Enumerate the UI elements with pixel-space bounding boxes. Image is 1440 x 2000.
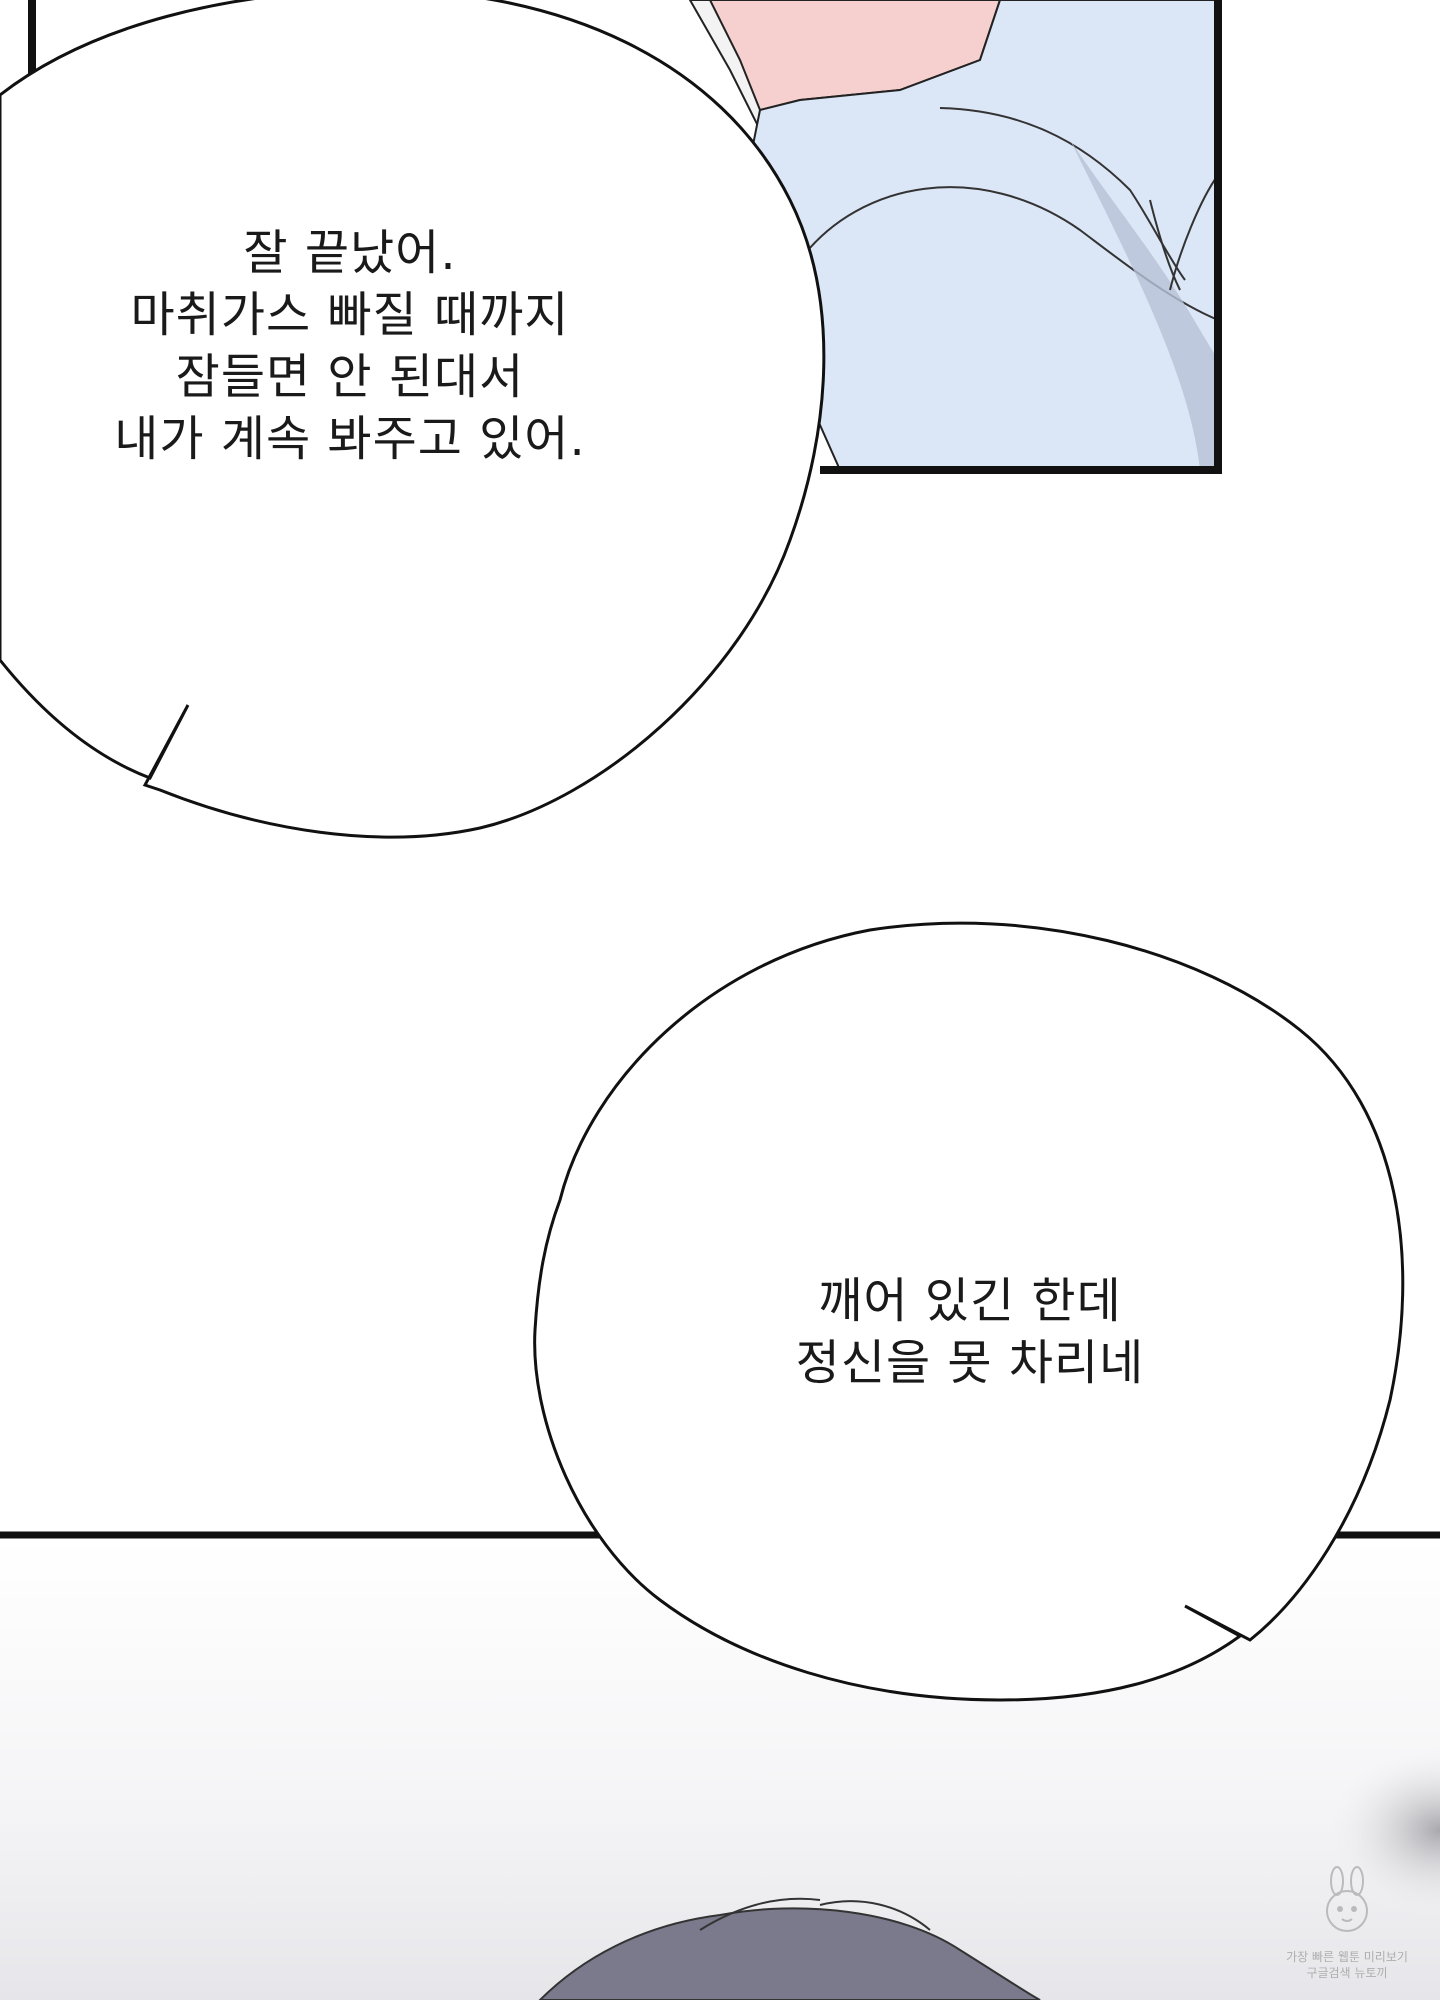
dialogue-line: 잘 끝났어. [243, 225, 457, 281]
speech-bubble-2 [533, 921, 1405, 1702]
watermark: 가장 빠른 웹툰 미리보기 구글검색 뉴토끼 [1262, 1866, 1432, 1996]
dialogue-line: 깨어 있긴 한데 [818, 1273, 1122, 1329]
blur-shadow [1320, 1740, 1440, 1920]
dialogue-line: 마취가스 빠질 때까지 [130, 287, 570, 343]
dialogue-line: 정신을 못 차리네 [795, 1335, 1145, 1391]
dialogue-line: 내가 계속 봐주고 있어. [114, 411, 586, 467]
watermark-line-1: 가장 빠른 웹툰 미리보기 [1286, 1950, 1408, 1964]
shirt-fold [1149, 199, 1181, 291]
dialogue-line: 잠들면 안 된대서 [175, 349, 525, 405]
speech-bubble-1 [0, 0, 826, 839]
hair-strand [819, 1900, 931, 1931]
hair [538, 1907, 1041, 2000]
speech-bubble-2-text: 깨어 있긴 한데 정신을 못 차리네 [700, 1270, 1240, 1394]
speech-bubble-1-text: 잘 끝났어. 마취가스 빠질 때까지 잠들면 안 된대서 내가 계속 봐주고 있… [30, 222, 670, 470]
watermark-line-2: 구글검색 뉴토끼 [1306, 1966, 1388, 1980]
shirt-shadow [1070, 140, 1218, 470]
shirt-fold [939, 107, 1186, 281]
bunny-mascot-icon [1326, 1866, 1368, 1932]
hair-strand [699, 1897, 821, 1931]
